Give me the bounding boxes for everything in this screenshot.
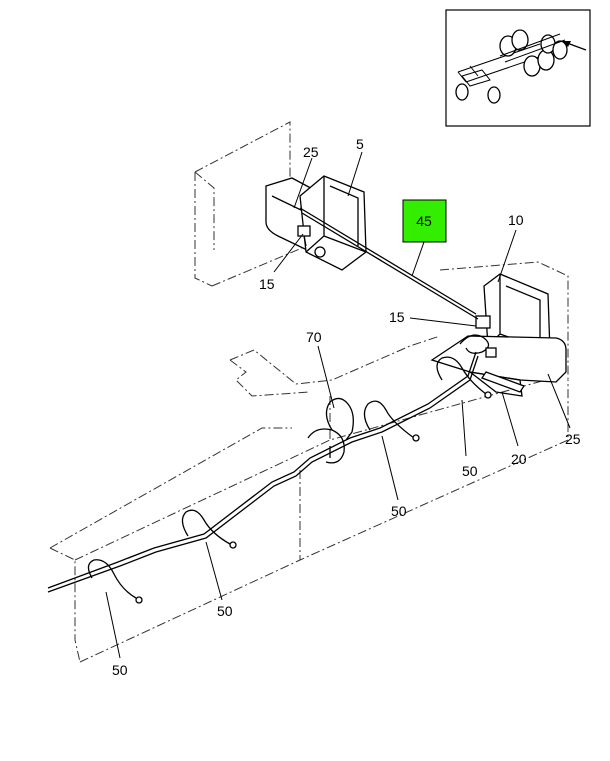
- callout-45: 45: [416, 213, 432, 229]
- clip-15-upper: [297, 225, 311, 237]
- callout-70: 70: [306, 329, 322, 345]
- rear-bracket-assembly: [265, 175, 367, 271]
- callout-15-upper: 15: [259, 276, 275, 292]
- leader-lines: [105, 151, 571, 659]
- harness-45: [47, 207, 479, 593]
- bracket-25-front: [430, 335, 567, 383]
- nut: [485, 347, 497, 358]
- bracket-20: [481, 371, 525, 393]
- locator-inset: [445, 9, 591, 127]
- callout-50-left: 50: [112, 662, 128, 678]
- callout-25-upper: 25: [303, 144, 319, 160]
- callout-25-lower: 25: [565, 431, 581, 447]
- callout-45-highlight: [402, 199, 447, 243]
- callout-5: 5: [356, 136, 364, 152]
- callout-50-mid: 50: [391, 503, 407, 519]
- callout-50-right: 50: [462, 463, 478, 479]
- callout-15-lower: 15: [389, 309, 405, 325]
- clip-50-b: [436, 356, 492, 399]
- callout-20: 20: [511, 451, 527, 467]
- callout-labels: 25 5 15 45 10 15 70 50 50 20 25 50 50: [112, 136, 581, 678]
- lamp-5: [299, 175, 367, 271]
- front-bracket-assembly: [430, 273, 567, 397]
- callout-50-lower-mid: 50: [217, 603, 233, 619]
- clip-15-lower: [475, 315, 491, 329]
- clip-50-a: [363, 400, 420, 442]
- inset-frame: [445, 9, 591, 127]
- clip-50-d: [87, 559, 143, 604]
- clip-70: [325, 397, 354, 441]
- locator-arrow: [562, 41, 587, 51]
- clip-50-c: [181, 509, 237, 549]
- callout-10: 10: [508, 212, 524, 228]
- chassis-thumbnail: [455, 29, 568, 104]
